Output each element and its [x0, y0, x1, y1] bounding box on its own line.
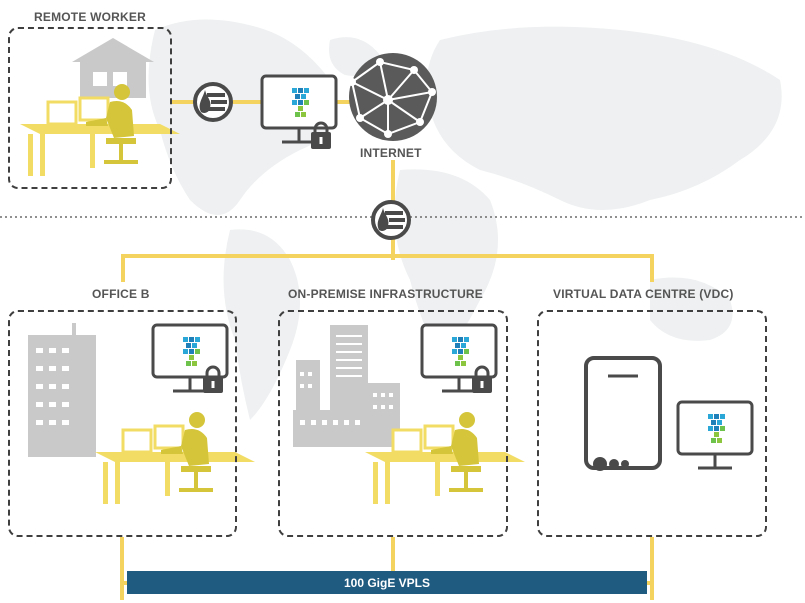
server-icon	[584, 356, 662, 471]
on-premise-container	[278, 310, 508, 537]
building-windows	[300, 335, 393, 425]
office-building-icon	[28, 323, 96, 457]
vdc-label: VIRTUAL DATA CENTRE (VDC)	[553, 287, 734, 301]
house-icon	[72, 38, 154, 98]
firewall-icon	[371, 200, 411, 240]
vpls-label: 100 GigE VPLS	[343, 575, 431, 590]
vdc-container	[537, 310, 767, 537]
firewall-icon	[193, 82, 233, 122]
world-map	[148, 19, 782, 420]
office-b-container	[8, 310, 237, 537]
remote-worker-label: REMOTE WORKER	[34, 10, 146, 24]
globe-icon	[348, 53, 437, 141]
on-premise-label: ON-PREMISE INFRASTRUCTURE	[288, 287, 484, 301]
office-b-label: OFFICE B	[92, 287, 150, 301]
remote-worker-container	[8, 27, 172, 189]
vpls-bar: 100 GigE VPLS	[127, 571, 647, 594]
internet-label: INTERNET	[360, 146, 422, 160]
